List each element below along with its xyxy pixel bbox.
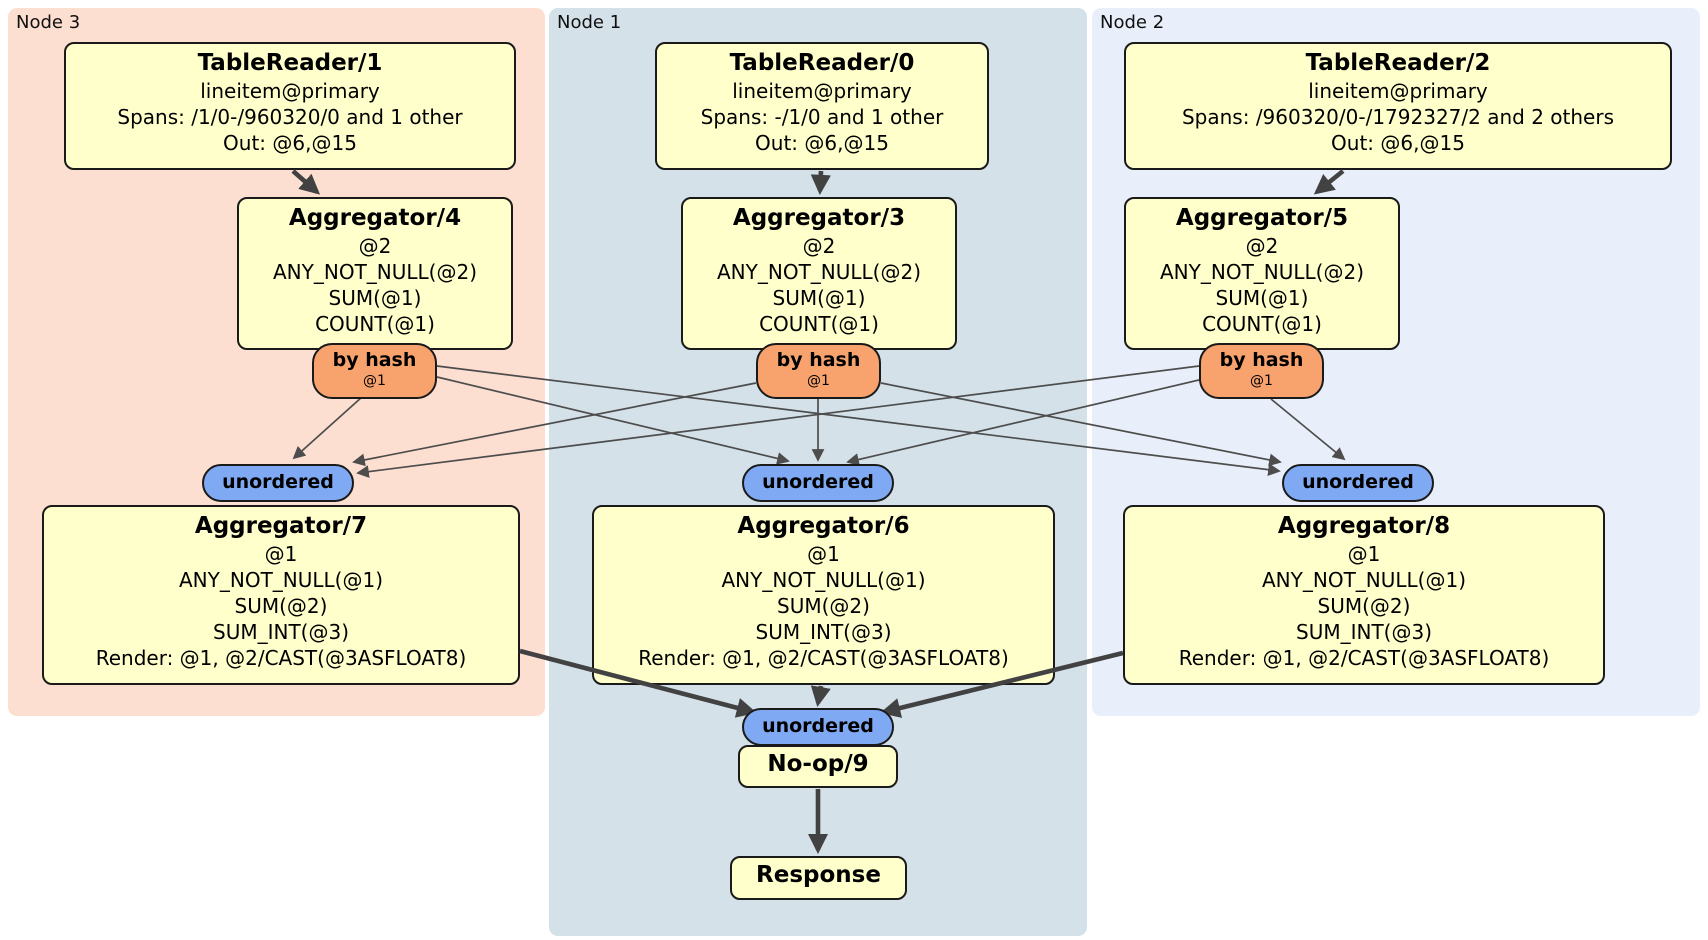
processor-detail: ANY_NOT_NULL(@2) bbox=[1160, 260, 1364, 284]
processor-title: Aggregator/6 bbox=[737, 513, 910, 539]
router-by-hash-4: by hash @1 bbox=[312, 343, 437, 399]
processor-response: Response bbox=[730, 856, 907, 900]
stream-unordered-8: unordered bbox=[1282, 464, 1434, 502]
processor-tablereader-0: TableReader/0 lineitem@primary Spans: -/… bbox=[655, 42, 989, 170]
region-label-node-3: Node 3 bbox=[16, 12, 81, 33]
processor-detail: @2 bbox=[802, 234, 836, 258]
router-label: by hash bbox=[332, 349, 417, 371]
processor-detail: SUM_INT(@3) bbox=[755, 620, 892, 644]
processor-detail: Out: @6,@15 bbox=[1331, 131, 1465, 155]
processor-aggregator-8: Aggregator/8 @1 ANY_NOT_NULL(@1) SUM(@2)… bbox=[1123, 505, 1605, 685]
processor-detail: @1 bbox=[264, 542, 298, 566]
processor-detail: ANY_NOT_NULL(@2) bbox=[273, 260, 477, 284]
processor-detail: ANY_NOT_NULL(@1) bbox=[179, 568, 383, 592]
processor-title: Aggregator/5 bbox=[1175, 205, 1349, 231]
processor-aggregator-7: Aggregator/7 @1 ANY_NOT_NULL(@1) SUM(@2)… bbox=[42, 505, 520, 685]
processor-title: TableReader/1 bbox=[197, 50, 383, 76]
processor-detail: Spans: /960320/0-/1792327/2 and 2 others bbox=[1181, 105, 1614, 129]
router-by-hash-3: by hash @1 bbox=[756, 343, 881, 399]
stream-unordered-final: unordered bbox=[742, 708, 894, 746]
router-by-hash-5: by hash @1 bbox=[1199, 343, 1324, 399]
processor-detail: SUM(@2) bbox=[777, 594, 870, 618]
stream-unordered-7: unordered bbox=[202, 464, 354, 502]
processor-detail: Render: @1, @2/CAST(@3ASFLOAT8) bbox=[638, 646, 1009, 670]
processor-detail: @2 bbox=[358, 234, 392, 258]
processor-title: No-op/9 bbox=[767, 751, 869, 777]
processor-detail: COUNT(@1) bbox=[315, 312, 435, 336]
processor-noop-9: No-op/9 bbox=[738, 745, 898, 788]
processor-detail: SUM(@1) bbox=[1215, 286, 1309, 310]
router-label: by hash bbox=[776, 349, 861, 371]
processor-title: Aggregator/4 bbox=[288, 205, 462, 231]
processor-detail: SUM(@2) bbox=[1317, 594, 1411, 618]
processor-detail: Out: @6,@15 bbox=[223, 131, 357, 155]
processor-aggregator-5: Aggregator/5 @2 ANY_NOT_NULL(@2) SUM(@1)… bbox=[1124, 197, 1400, 350]
processor-tablereader-2: TableReader/2 lineitem@primary Spans: /9… bbox=[1124, 42, 1672, 170]
router-key: @1 bbox=[363, 373, 386, 389]
processor-title: Aggregator/8 bbox=[1277, 513, 1451, 539]
router-label: by hash bbox=[1219, 349, 1304, 371]
processor-detail: ANY_NOT_NULL(@1) bbox=[1262, 568, 1466, 592]
processor-detail: Render: @1, @2/CAST(@3ASFLOAT8) bbox=[1178, 646, 1550, 670]
region-label-node-1: Node 1 bbox=[557, 12, 622, 33]
processor-detail: SUM(@2) bbox=[234, 594, 328, 618]
processor-title: Aggregator/3 bbox=[732, 205, 906, 231]
processor-detail: COUNT(@1) bbox=[1202, 312, 1322, 336]
processor-detail: ANY_NOT_NULL(@2) bbox=[717, 260, 921, 284]
processor-detail: @2 bbox=[1245, 234, 1279, 258]
processor-aggregator-6: Aggregator/6 @1 ANY_NOT_NULL(@1) SUM(@2)… bbox=[592, 505, 1055, 685]
processor-aggregator-3: Aggregator/3 @2 ANY_NOT_NULL(@2) SUM(@1)… bbox=[681, 197, 957, 350]
processor-detail: COUNT(@1) bbox=[759, 312, 879, 336]
processor-title: Aggregator/7 bbox=[194, 513, 368, 539]
processor-detail: ANY_NOT_NULL(@1) bbox=[721, 568, 926, 592]
router-key: @1 bbox=[807, 373, 830, 389]
processor-detail: Spans: -/1/0 and 1 other bbox=[700, 105, 944, 129]
processor-detail: lineitem@primary bbox=[1308, 79, 1488, 103]
processor-detail: SUM(@1) bbox=[772, 286, 866, 310]
region-label-node-2: Node 2 bbox=[1100, 12, 1165, 33]
processor-title: TableReader/0 bbox=[729, 50, 915, 76]
processor-detail: lineitem@primary bbox=[200, 79, 380, 103]
router-key: @1 bbox=[1250, 373, 1273, 389]
processor-tablereader-1: TableReader/1 lineitem@primary Spans: /1… bbox=[64, 42, 516, 170]
processor-detail: Render: @1, @2/CAST(@3ASFLOAT8) bbox=[95, 646, 467, 670]
processor-detail: SUM_INT(@3) bbox=[1296, 620, 1432, 644]
processor-detail: SUM_INT(@3) bbox=[213, 620, 349, 644]
processor-detail: @1 bbox=[807, 542, 840, 566]
processor-detail: Spans: /1/0-/960320/0 and 1 other bbox=[117, 105, 463, 129]
processor-title: TableReader/2 bbox=[1305, 50, 1491, 76]
processor-detail: Out: @6,@15 bbox=[755, 131, 889, 155]
processor-aggregator-4: Aggregator/4 @2 ANY_NOT_NULL(@2) SUM(@1)… bbox=[237, 197, 513, 350]
processor-detail: @1 bbox=[1347, 542, 1381, 566]
processor-detail: SUM(@1) bbox=[328, 286, 422, 310]
processor-detail: lineitem@primary bbox=[732, 79, 912, 103]
processor-title: Response bbox=[756, 862, 881, 888]
stream-unordered-6: unordered bbox=[742, 464, 894, 502]
